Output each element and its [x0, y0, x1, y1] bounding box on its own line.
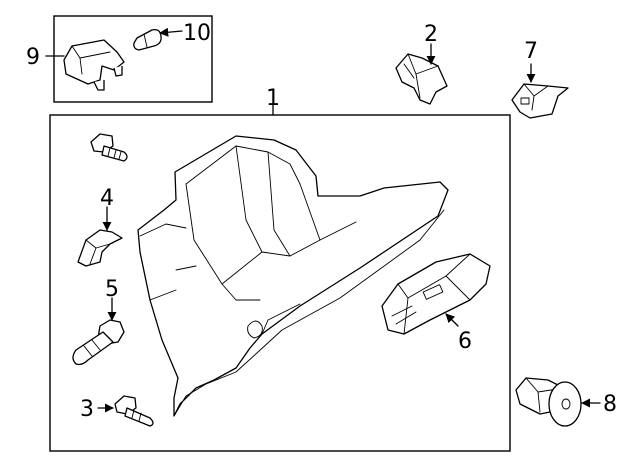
part-4-clip	[77, 229, 123, 267]
callout-1: 1	[266, 86, 280, 111]
part-8-bumper	[515, 377, 582, 427]
callout-8: 8	[603, 392, 617, 417]
part-5-bolt	[72, 319, 125, 366]
assembly-box	[49, 114, 511, 452]
part-6-latch	[381, 253, 491, 335]
leader-10	[159, 27, 183, 37]
inset-box	[53, 15, 213, 103]
callout-10: 10	[183, 21, 211, 46]
part-screw-upper	[90, 133, 128, 162]
part-3-screw	[114, 395, 154, 427]
callout-7: 7	[524, 39, 538, 64]
callout-9: 9	[26, 45, 40, 70]
callout-2: 2	[424, 22, 438, 47]
part-1-glove-box	[137, 135, 449, 417]
part-7-bracket	[511, 83, 569, 119]
callout-4: 4	[100, 186, 114, 211]
part-2-clip	[395, 53, 448, 105]
part-10-bulb	[133, 28, 162, 51]
callout-5: 5	[105, 277, 119, 302]
part-9-switch	[63, 39, 125, 91]
callout-3: 3	[80, 397, 94, 422]
leader-6	[445, 313, 459, 327]
callout-6: 6	[458, 329, 472, 354]
